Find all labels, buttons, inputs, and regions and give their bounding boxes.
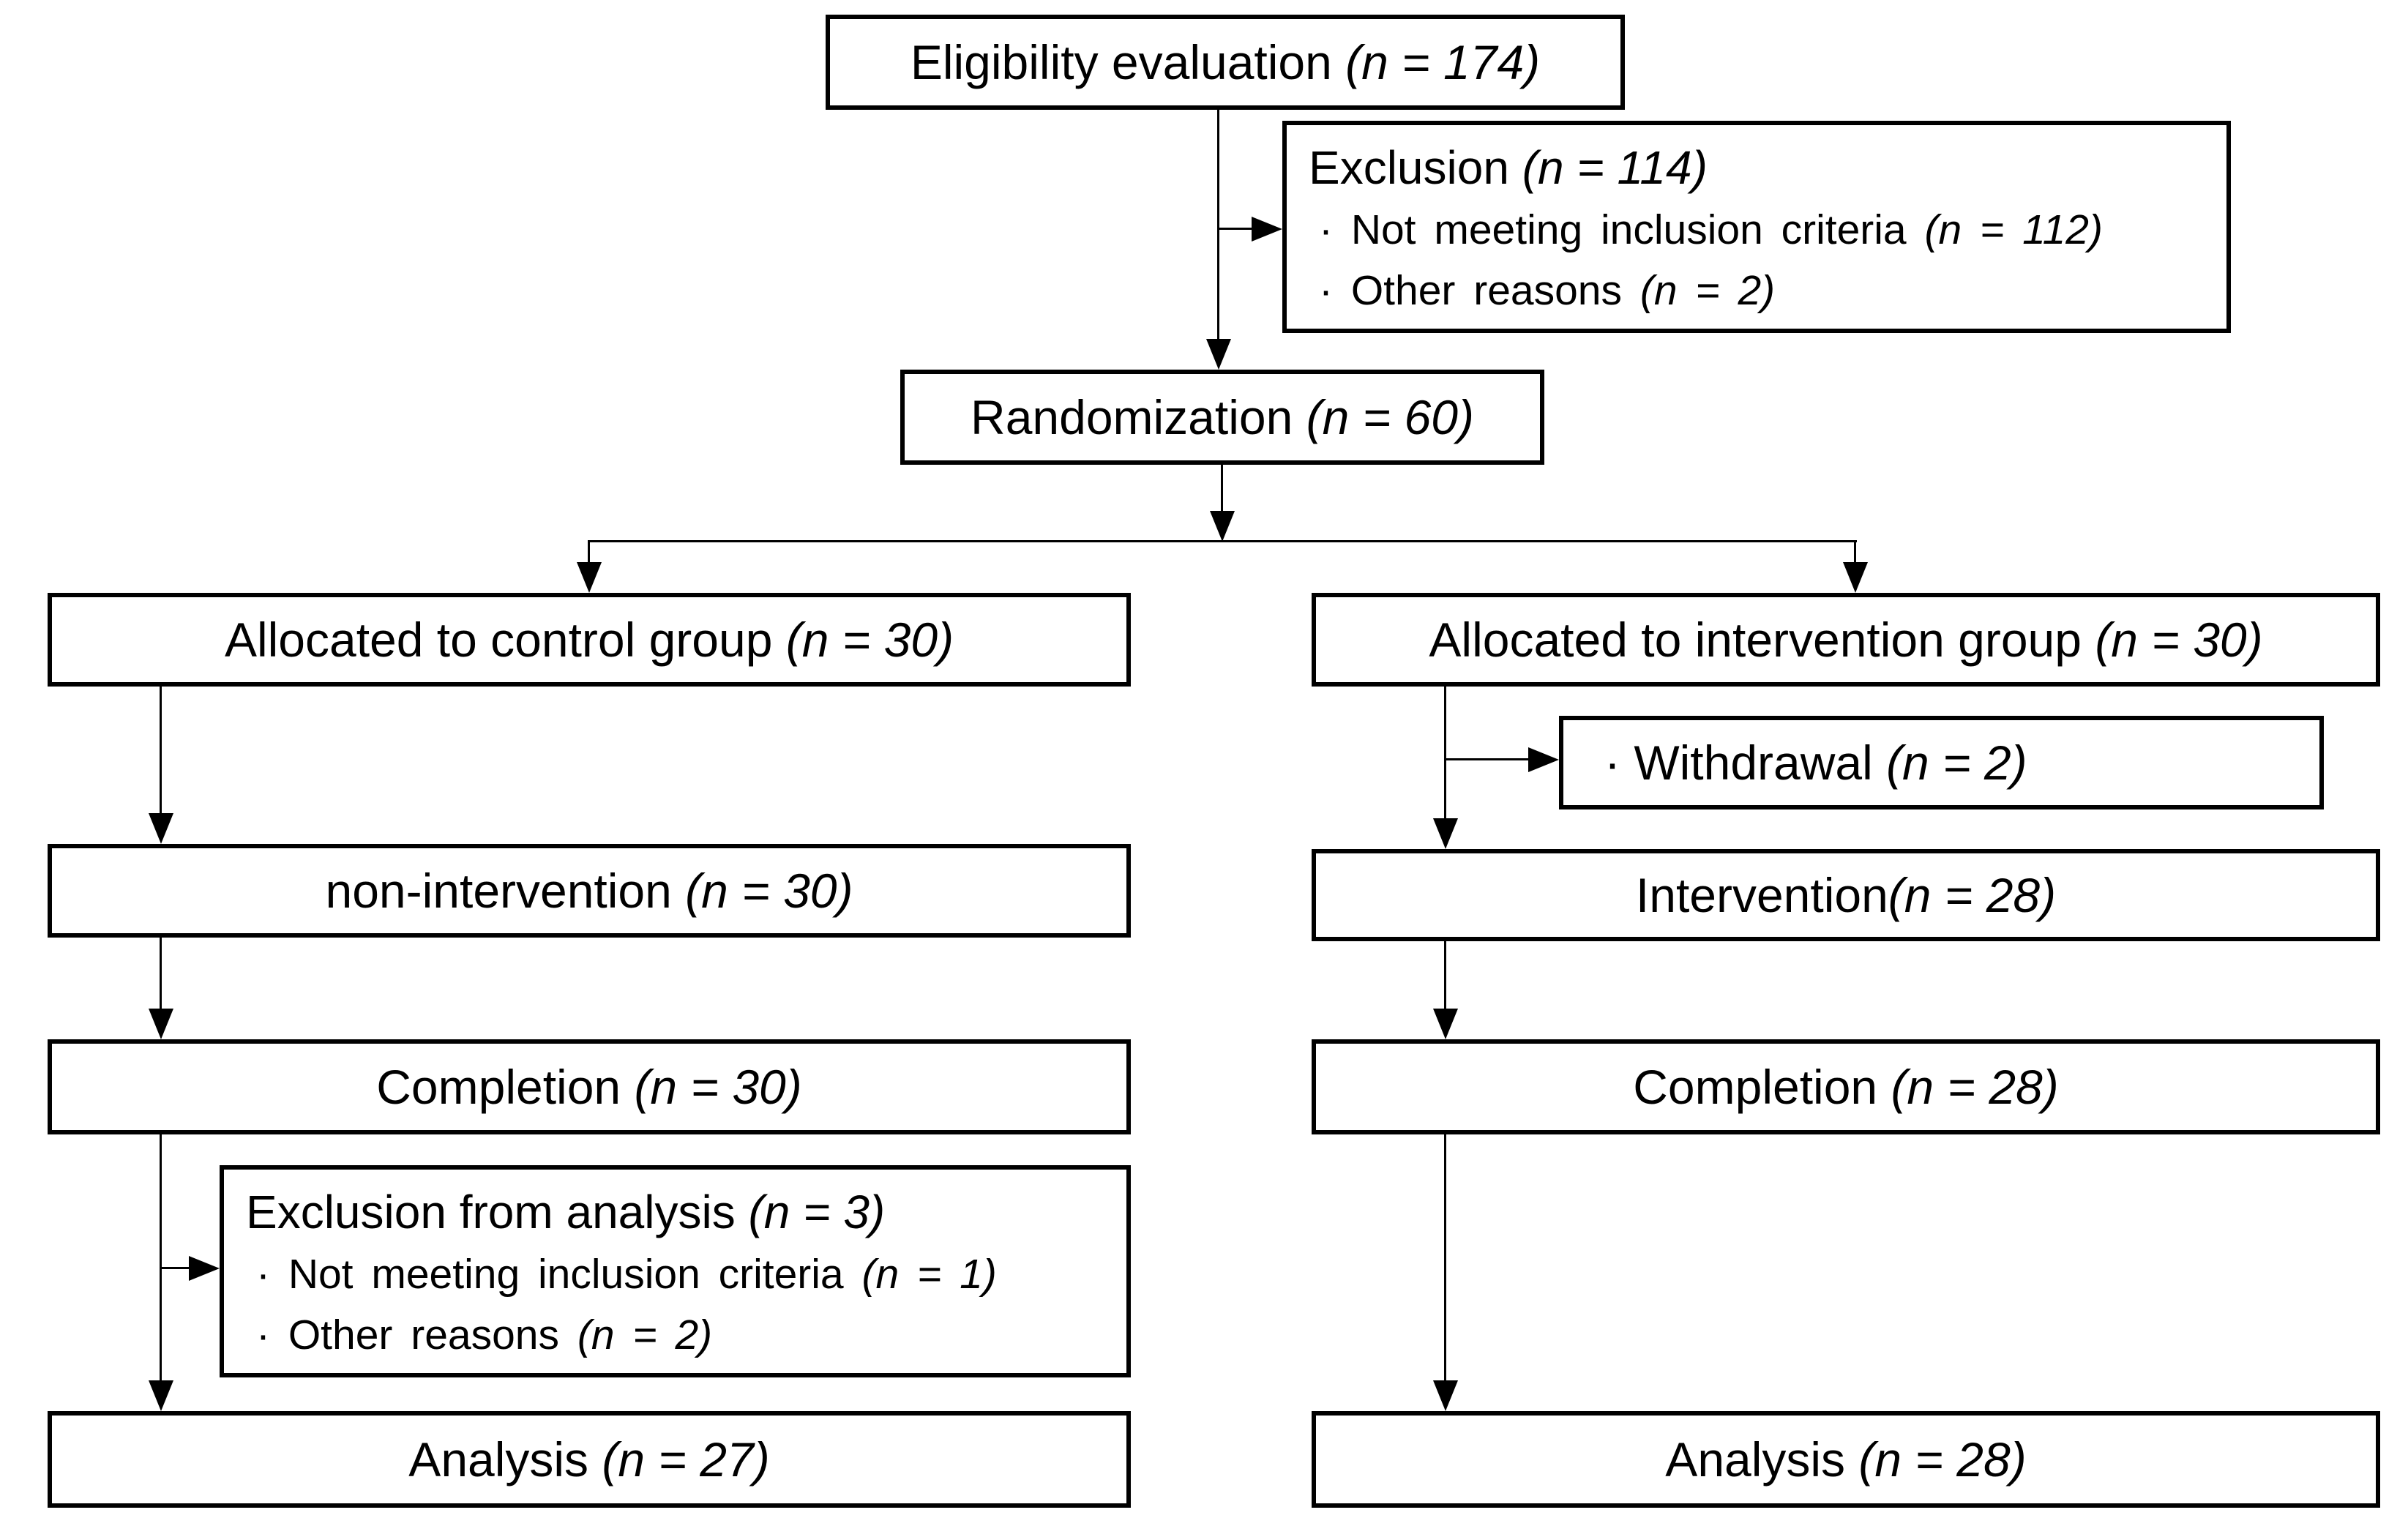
analysis-control-label: Analysis (n = 27) xyxy=(408,1432,769,1487)
exclusion-title: Exclusion (n = 114) xyxy=(1309,135,2212,200)
exclusion-box: Exclusion (n = 114) · Not meeting inclus… xyxy=(1282,121,2231,333)
non-intervention-n: (n = 30) xyxy=(685,864,853,918)
randomization-box: Randomization (n = 60) xyxy=(900,370,1544,465)
arrowhead-down-icon xyxy=(1433,818,1458,849)
connector-nonintervention-completion xyxy=(160,938,162,1009)
exclusion-analysis-title-n: (n = 3) xyxy=(748,1186,886,1238)
connector-completion-analysis-left xyxy=(160,1134,162,1380)
withdrawal-box: · Withdrawal (n = 2) xyxy=(1559,716,2324,809)
connector-to-exclusion xyxy=(1219,228,1253,230)
exclusion-bullet-1-n: (n = 112) xyxy=(1924,206,2103,253)
randomization-n: (n = 60) xyxy=(1306,390,1474,444)
arrowhead-right-icon xyxy=(1252,217,1282,242)
connector-to-exclusion-analysis xyxy=(162,1267,190,1269)
arrowhead-down-icon xyxy=(1433,1380,1458,1411)
exclusion-analysis-title-text: Exclusion from analysis xyxy=(246,1186,749,1238)
analysis-intervention-text: Analysis xyxy=(1665,1432,1859,1486)
completion-control-label: Completion (n = 30) xyxy=(376,1059,801,1115)
completion-control-text: Completion xyxy=(376,1060,635,1114)
randomization-text: Randomization xyxy=(971,390,1306,444)
non-intervention-text: non-intervention xyxy=(325,864,686,918)
arrowhead-down-icon xyxy=(1210,511,1235,542)
arrowhead-right-icon xyxy=(1528,747,1559,772)
exclusion-title-text: Exclusion xyxy=(1309,141,1522,194)
exclusion-bullet-1-text: · Not meeting inclusion criteria xyxy=(1319,206,1925,253)
completion-intervention-n: (n = 28) xyxy=(1891,1060,2059,1114)
withdrawal-text: · Withdrawal xyxy=(1604,736,1887,790)
connector-completion-analysis-right xyxy=(1444,1134,1446,1380)
exclusion-title-n: (n = 114) xyxy=(1522,141,1708,194)
branch-line xyxy=(588,540,1857,542)
arrowhead-down-icon xyxy=(149,1380,173,1411)
exclusion-bullet-2-text: · Other reasons xyxy=(1319,267,1640,314)
exclusion-analysis-bullet-1-text: · Not meeting inclusion criteria xyxy=(256,1251,862,1298)
eligibility-n: (n = 174) xyxy=(1345,35,1541,89)
connector-control-nonintervention xyxy=(160,687,162,813)
eligibility-box: Eligibility evaluation (n = 174) xyxy=(826,15,1625,110)
analysis-intervention-box: Analysis (n = 28) xyxy=(1312,1411,2380,1508)
arrowhead-down-icon xyxy=(149,1009,173,1039)
arrowhead-right-icon xyxy=(189,1256,220,1281)
arrowhead-down-icon xyxy=(577,562,602,593)
withdrawal-label: · Withdrawal (n = 2) xyxy=(1604,735,2027,790)
completion-intervention-box: Completion (n = 28) xyxy=(1312,1039,2380,1134)
eligibility-label: Eligibility evaluation (n = 174) xyxy=(911,34,1540,90)
arrowhead-down-icon xyxy=(1843,562,1868,593)
non-intervention-label: non-intervention (n = 30) xyxy=(326,863,853,919)
allocated-control-text: Allocated to control group xyxy=(224,613,786,667)
analysis-control-text: Analysis xyxy=(408,1432,602,1486)
exclusion-bullet-2-n: (n = 2) xyxy=(1639,267,1776,314)
intervention-label: Intervention(n = 28) xyxy=(1636,867,2056,923)
analysis-control-n: (n = 27) xyxy=(602,1432,770,1486)
allocated-control-label: Allocated to control group (n = 30) xyxy=(225,612,954,667)
exclusion-analysis-title: Exclusion from analysis (n = 3) xyxy=(246,1180,1112,1244)
allocated-intervention-label: Allocated to intervention group (n = 30) xyxy=(1429,612,2262,667)
arrowhead-down-icon xyxy=(1206,339,1231,370)
intervention-box: Intervention(n = 28) xyxy=(1312,849,2380,941)
allocated-control-box: Allocated to control group (n = 30) xyxy=(48,593,1131,687)
connector-eligibility-randomization xyxy=(1217,110,1219,340)
analysis-intervention-n: (n = 28) xyxy=(1858,1432,2027,1486)
exclusion-bullet-other-reasons: · Other reasons (n = 2) xyxy=(1309,261,2212,321)
allocated-intervention-text: Allocated to intervention group xyxy=(1429,613,2095,667)
randomization-label: Randomization (n = 60) xyxy=(971,389,1474,445)
withdrawal-n: (n = 2) xyxy=(1886,736,2027,790)
exclusion-analysis-bullet-inclusion-criteria: · Not meeting inclusion criteria (n = 1) xyxy=(246,1244,1112,1305)
exclusion-analysis-bullet-2-text: · Other reasons xyxy=(256,1312,577,1358)
completion-intervention-text: Completion xyxy=(1633,1060,1891,1114)
connector-randomization-branch xyxy=(1221,465,1223,511)
intervention-n: (n = 28) xyxy=(1888,868,2057,922)
exclusion-bullet-inclusion-criteria: · Not meeting inclusion criteria (n = 11… xyxy=(1309,200,2212,261)
exclusion-analysis-bullet-1-n: (n = 1) xyxy=(861,1251,997,1298)
arrowhead-down-icon xyxy=(1433,1009,1458,1039)
allocated-intervention-box: Allocated to intervention group (n = 30) xyxy=(1312,593,2380,687)
non-intervention-box: non-intervention (n = 30) xyxy=(48,844,1131,938)
exclusion-from-analysis-box: Exclusion from analysis (n = 3) · Not me… xyxy=(220,1165,1131,1377)
connector-to-withdrawal xyxy=(1446,758,1530,760)
completion-intervention-label: Completion (n = 28) xyxy=(1633,1059,2058,1115)
allocated-control-n: (n = 30) xyxy=(785,613,954,667)
intervention-text: Intervention xyxy=(1635,868,1888,922)
connector-intervention-completion xyxy=(1444,941,1446,1009)
exclusion-analysis-bullet-2-n: (n = 2) xyxy=(577,1312,713,1358)
analysis-control-box: Analysis (n = 27) xyxy=(48,1411,1131,1508)
eligibility-text: Eligibility evaluation xyxy=(910,35,1346,89)
connector-branch-intervention xyxy=(1854,542,1856,562)
connector-branch-control xyxy=(588,542,590,562)
allocated-intervention-n: (n = 30) xyxy=(2095,613,2263,667)
arrowhead-down-icon xyxy=(149,813,173,844)
completion-control-box: Completion (n = 30) xyxy=(48,1039,1131,1134)
exclusion-analysis-bullet-other-reasons: · Other reasons (n = 2) xyxy=(246,1305,1112,1366)
analysis-intervention-label: Analysis (n = 28) xyxy=(1665,1432,2026,1487)
connector-allocated-intervention xyxy=(1444,687,1446,818)
completion-control-n: (n = 30) xyxy=(634,1060,802,1114)
